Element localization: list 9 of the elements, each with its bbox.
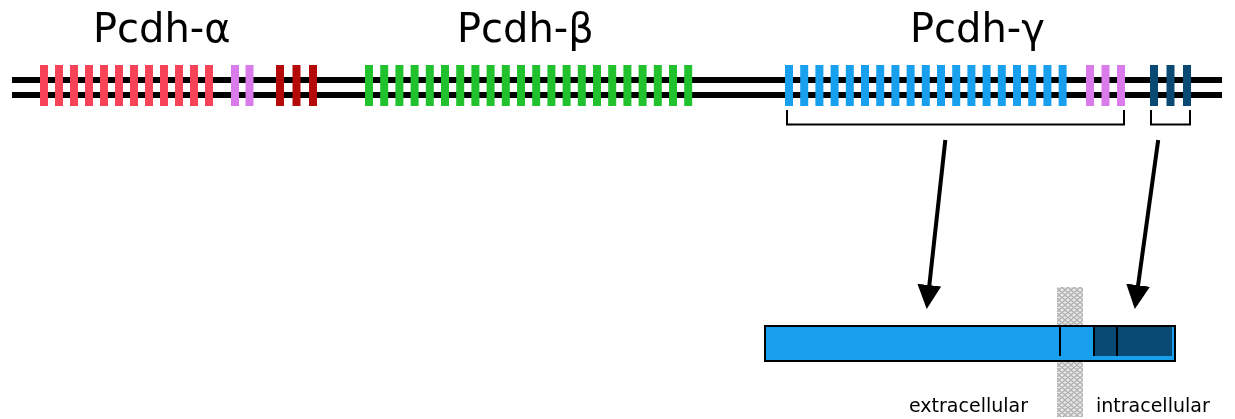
gene-cluster-label: Pcdh-α: [93, 8, 231, 48]
intracellular-domain: [1093, 327, 1172, 356]
region-label: extracellular: [909, 396, 1028, 415]
region-label: intracellular: [1096, 396, 1210, 415]
bracket: [1150, 110, 1191, 126]
protein-bar: [764, 325, 1176, 362]
arrow: [917, 139, 948, 309]
bracket: [786, 110, 1125, 126]
arrow: [1126, 139, 1161, 309]
